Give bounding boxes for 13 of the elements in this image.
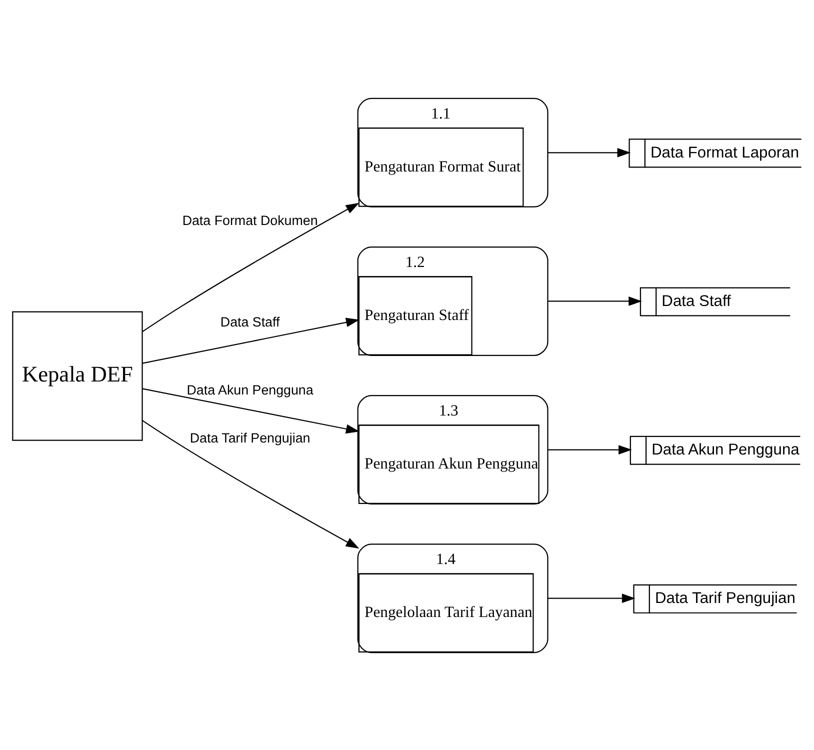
arrow: [548, 593, 636, 603]
edge-label: Data Akun Pengguna: [186, 382, 314, 398]
arrow: [548, 444, 632, 454]
arrow: [142, 388, 360, 434]
arrow: [142, 317, 360, 364]
edge-label: Data Format Dokumen: [182, 212, 318, 228]
edge-label: Data Tarif Pengujian: [190, 430, 310, 446]
arrow: [142, 202, 360, 332]
node-box: Kepala DEF: [12, 310, 143, 440]
arrow: [548, 147, 631, 157]
edge-label: Data Staff: [220, 314, 280, 329]
arrow: [548, 296, 642, 306]
arrow: [142, 419, 360, 548]
